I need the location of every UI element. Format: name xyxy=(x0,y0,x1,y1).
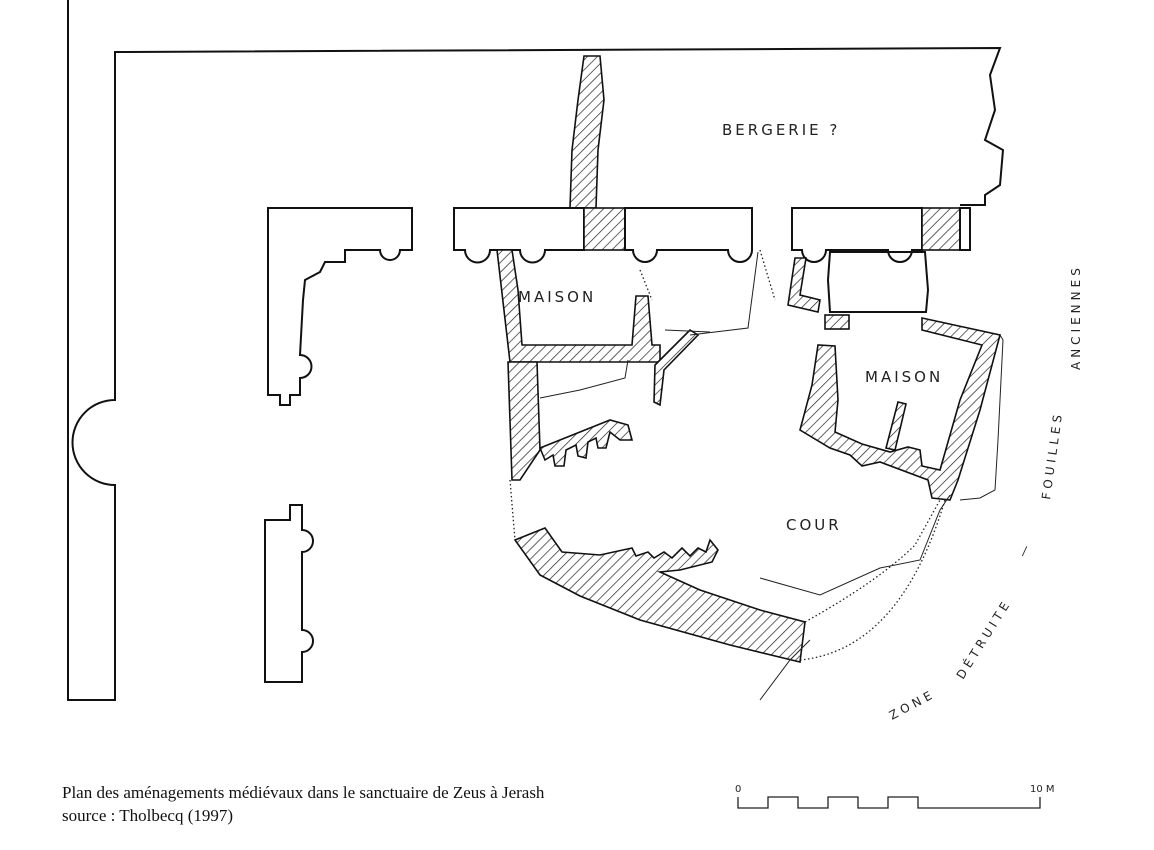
inner-stub-right xyxy=(885,401,907,451)
label-dash: — xyxy=(1015,539,1034,559)
block-hatched-1 xyxy=(583,207,626,251)
west-wall xyxy=(507,361,541,481)
north-hatched-wall xyxy=(569,55,605,209)
label-bergerie: BERGERIE ? xyxy=(722,121,840,139)
enclosure-wall xyxy=(67,0,1005,701)
small-stub-right xyxy=(787,257,821,313)
spur-wall xyxy=(653,328,700,407)
fine-lines xyxy=(539,251,1004,701)
label-detruite: DÉTRUITE xyxy=(953,596,1014,682)
room-outline xyxy=(826,251,930,313)
label-fouilles: FOUILLES xyxy=(1039,410,1065,500)
block-1 xyxy=(453,207,585,264)
pier-left-lower xyxy=(264,504,314,683)
caption-source: source : Tholbecq (1997) xyxy=(62,806,234,825)
label-anciennes: ANCIENNES xyxy=(1069,264,1083,370)
label-maison-left: MAISON xyxy=(518,288,596,306)
scale-bar: 0 10 M xyxy=(735,784,1055,809)
maison-left-walls xyxy=(496,249,661,363)
label-zone: ZONE xyxy=(887,687,938,723)
pier-left-upper xyxy=(267,207,413,406)
block-3 xyxy=(791,207,923,263)
caption-title: Plan des aménagements médiévaux dans le … xyxy=(62,783,545,802)
label-maison-right: MAISON xyxy=(865,368,943,386)
block-hatched-2 xyxy=(921,207,961,251)
courtyard-south-wall xyxy=(513,527,806,663)
scale-end: 10 M xyxy=(1030,784,1055,795)
comb-wall-upper xyxy=(538,419,634,467)
label-cour: COUR xyxy=(786,516,842,534)
maison-right-walls xyxy=(799,317,1001,501)
block-end xyxy=(959,207,971,251)
scale-start: 0 xyxy=(735,784,741,795)
small-block-hatched xyxy=(824,314,850,330)
block-2 xyxy=(624,207,753,263)
